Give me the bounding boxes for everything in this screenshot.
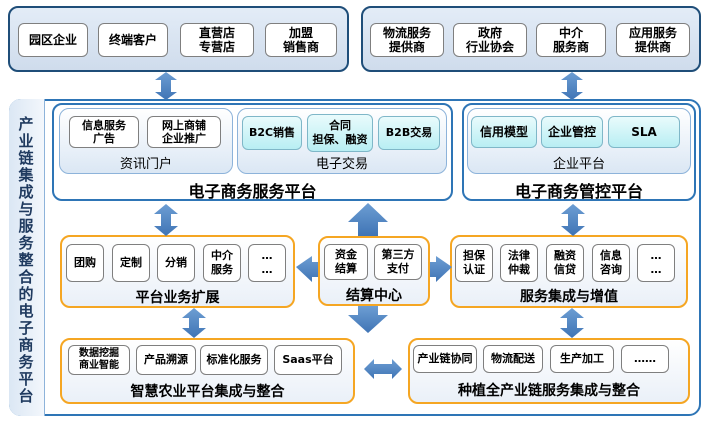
service-item-1: 法律 仲裁 <box>500 244 538 282</box>
control-platform-title: 电子商务管控平台 <box>514 182 643 201</box>
side-title: 产业链集成与服务整合的电子商务平台 <box>18 115 34 405</box>
business-expansion-title: 平台业务扩展 <box>135 290 220 306</box>
service-item-0: 担保 认证 <box>455 244 493 282</box>
settlement-item-0: 资金 结算 <box>324 244 368 280</box>
portal-item-0: 信息服务 广告 <box>69 116 139 148</box>
enterprise-item-0: 信用模型 <box>471 116 537 148</box>
top-right-item-1: 政府 行业协会 <box>453 23 527 57</box>
enterprise-item-1: 企业管控 <box>541 116 603 148</box>
arrow-topright-control <box>561 72 583 100</box>
top-left-item-0: 园区企业 <box>18 23 88 57</box>
service-integration-title: 服务集成与增值 <box>520 289 618 305</box>
agriculture-item-0: 数据挖掘 商业智能 <box>68 345 130 375</box>
top-right-item-0: 物流服务 提供商 <box>370 23 444 57</box>
planting-chain-title: 种植全产业链服务集成与整合 <box>458 383 640 399</box>
service-item-2: 融资 信贷 <box>546 244 584 282</box>
trade-item-1: 合同 担保、融资 <box>307 114 373 152</box>
top-right-group: 物流服务 提供商 政府 行业协会 中介 服务商 应用服务 提供商 <box>361 6 701 72</box>
top-right-item-3: 应用服务 提供商 <box>616 23 690 57</box>
expansion-item-0: 团购 <box>66 244 104 282</box>
planting-item-2: 生产加工 <box>550 345 614 373</box>
top-left-item-2: 直营店 专营店 <box>180 23 254 57</box>
side-title-bar <box>9 99 45 416</box>
agriculture-item-2: 标准化服务 <box>200 345 268 375</box>
expansion-item-4: … … <box>248 244 286 282</box>
ecommerce-platform-title: 电子商务服务平台 <box>188 182 317 201</box>
top-left-group: 园区企业 终端客户 直营店 专营店 加盟 销售商 <box>8 6 349 72</box>
top-left-item-1: 终端客户 <box>98 23 168 57</box>
portal-item-1: 网上商铺 企业推广 <box>147 116 221 148</box>
trade-item-0: B2C销售 <box>242 116 302 150</box>
agriculture-item-3: Saas平台 <box>274 345 342 375</box>
planting-item-0: 产业链协同 <box>413 345 477 373</box>
planting-item-1: 物流配送 <box>483 345 543 373</box>
service-item-3: 信息 咨询 <box>592 244 630 282</box>
agriculture-item-1: 产品溯源 <box>136 345 196 375</box>
arrow-topleft-ecommerce <box>155 72 177 100</box>
top-right-item-2: 中介 服务商 <box>536 23 606 57</box>
expansion-item-2: 分销 <box>157 244 195 282</box>
settlement-item-1: 第三方 支付 <box>374 244 422 280</box>
planting-item-3: …… <box>621 345 669 373</box>
settlement-title: 结算中心 <box>346 288 402 304</box>
top-left-item-3: 加盟 销售商 <box>265 23 337 57</box>
expansion-item-3: 中介 服务 <box>203 244 241 282</box>
portal-title: 资讯门户 <box>119 157 172 172</box>
enterprise-title: 企业平台 <box>552 157 605 172</box>
trade-item-2: B2B交易 <box>378 116 440 150</box>
smart-agriculture-title: 智慧农业平台集成与整合 <box>130 384 285 400</box>
enterprise-item-2: SLA <box>608 116 680 148</box>
expansion-item-1: 定制 <box>112 244 150 282</box>
service-item-4: … … <box>637 244 675 282</box>
trade-title: 电子交易 <box>315 157 368 172</box>
